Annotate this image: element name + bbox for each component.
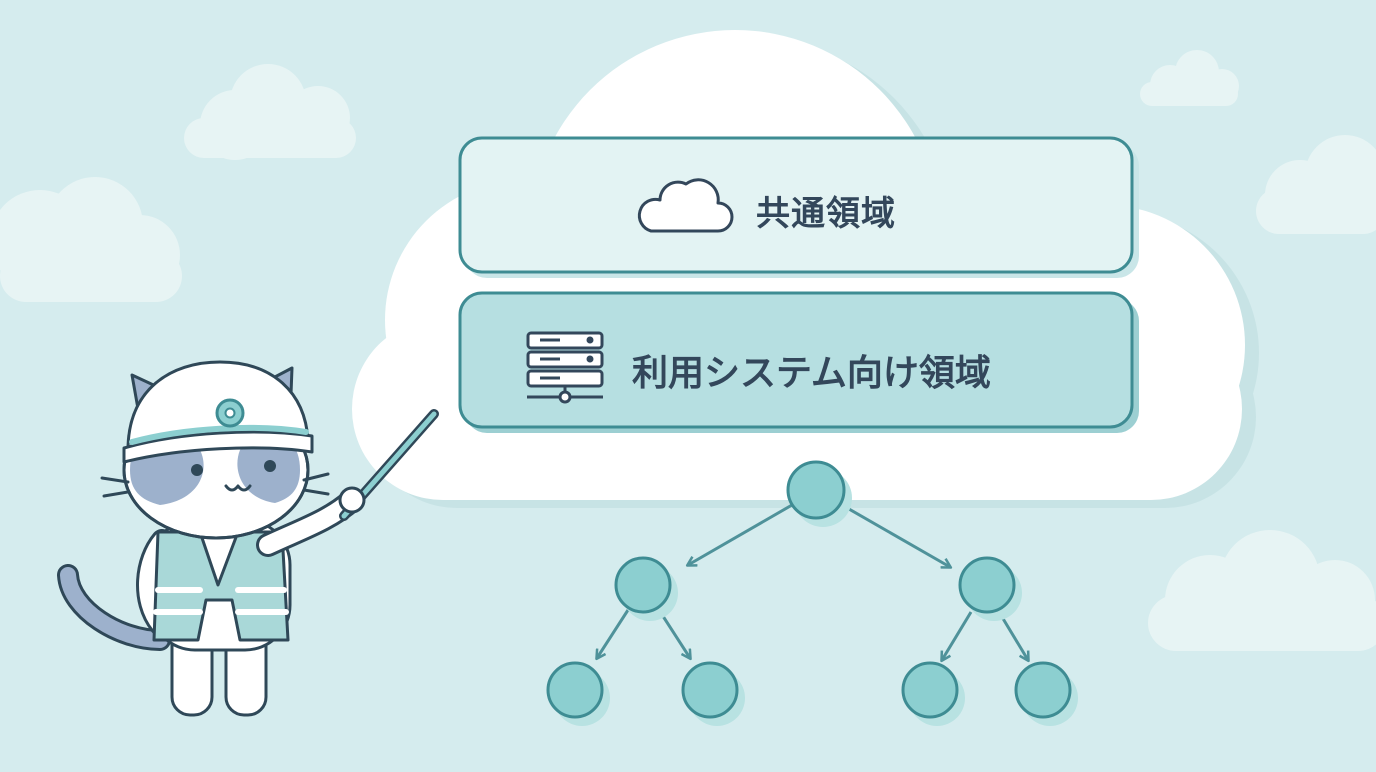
hierarchy-tree	[546, 460, 1078, 726]
gear-icon	[215, 398, 245, 428]
tree-edge	[942, 611, 973, 660]
cloud-icon	[637, 178, 734, 233]
tree-node	[614, 556, 678, 621]
background-clouds	[0, 50, 1376, 651]
tree-node	[901, 661, 965, 726]
background-cloud	[1148, 530, 1376, 651]
common-area-label: 共通領域	[756, 194, 896, 234]
system-area-box	[458, 291, 1139, 433]
tree-node	[1014, 661, 1078, 726]
cat-mascot	[57, 360, 439, 717]
tree-edge	[657, 609, 690, 658]
tree-node	[546, 661, 610, 726]
tree-node	[958, 556, 1022, 621]
tree-edge	[597, 609, 630, 658]
tree-edge	[688, 503, 793, 565]
common-area-box	[458, 136, 1139, 278]
background-cloud	[1256, 135, 1376, 234]
tree-edge	[841, 503, 950, 567]
system-area-label: 利用システム向け領域	[632, 353, 991, 394]
background-cloud	[1140, 50, 1239, 106]
tree-edge	[997, 611, 1028, 660]
server-network-icon	[526, 331, 604, 404]
tree-node-root	[786, 460, 852, 527]
background-cloud	[0, 177, 182, 302]
background-cloud	[184, 64, 356, 160]
tree-node	[681, 661, 745, 726]
